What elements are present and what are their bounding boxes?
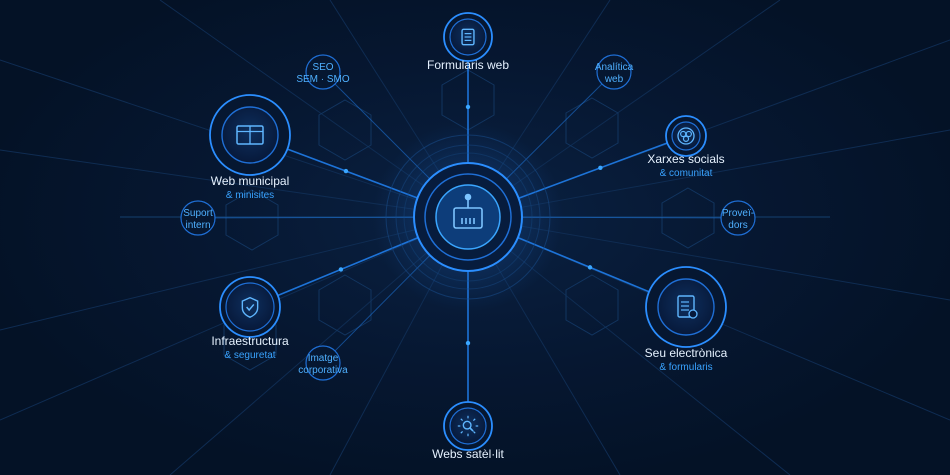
document-seal-icon bbox=[677, 295, 698, 319]
node-label: Webs satèl·lit bbox=[432, 447, 504, 461]
node-infra[interactable]: Infraestructura & seguretat bbox=[211, 276, 289, 361]
minor-node-label: Imatge bbox=[308, 353, 339, 364]
minor-node-label: Analítica bbox=[595, 62, 634, 73]
node-formularis[interactable]: Formularis web bbox=[427, 12, 509, 72]
hub-halo-ring bbox=[385, 134, 551, 300]
node-xarxes[interactable]: Xarxes socials & comunitat bbox=[647, 115, 725, 179]
minor-node-label: SEM · SMO bbox=[296, 74, 350, 85]
node-satellit[interactable]: Webs satèl·lit bbox=[432, 401, 505, 461]
node-sublabel: & comunitat bbox=[660, 168, 713, 179]
connection-dot bbox=[598, 165, 603, 171]
minor-node-ring bbox=[180, 200, 216, 236]
connection-dot bbox=[587, 265, 593, 270]
connection-dot bbox=[338, 267, 344, 272]
connection-dot bbox=[465, 104, 471, 110]
connection-dot bbox=[343, 168, 349, 174]
shield-check-icon bbox=[241, 296, 259, 318]
background-hexagon bbox=[225, 189, 279, 251]
minor-node-label: corporativa bbox=[298, 365, 348, 376]
robot-gate-icon bbox=[453, 193, 483, 229]
minor-node-label: intern bbox=[185, 220, 210, 231]
social-circles-icon bbox=[677, 127, 695, 145]
background-hexagon bbox=[565, 97, 619, 159]
browser-window-icon bbox=[236, 125, 264, 145]
minor-node-label: dors bbox=[728, 220, 747, 231]
minor-node-label: Proveï- bbox=[722, 208, 754, 219]
node-inner-ring bbox=[657, 278, 715, 336]
background-hexagon bbox=[661, 187, 715, 249]
minor-node-proveidors[interactable]: Proveï-dors bbox=[720, 200, 756, 236]
node-inner-ring bbox=[225, 282, 275, 332]
background-hexagon bbox=[318, 274, 372, 336]
node-inner-ring bbox=[449, 407, 487, 445]
minor-node-label: Suport bbox=[183, 208, 213, 219]
central-hub bbox=[373, 122, 563, 312]
hub-halo-ring bbox=[395, 144, 541, 290]
minor-node-label: SEO bbox=[312, 62, 333, 73]
hub-core bbox=[435, 184, 501, 250]
node-seu[interactable]: Seu electrònica & formularis bbox=[645, 266, 728, 373]
satellite-search-icon bbox=[457, 415, 479, 437]
connection-dot bbox=[465, 340, 471, 346]
minor-node-ring bbox=[596, 54, 632, 90]
minor-node-ring bbox=[720, 200, 756, 236]
node-label: Seu electrònica bbox=[645, 346, 728, 360]
node-label: Web municipal bbox=[211, 174, 289, 188]
hub-halo-ring bbox=[403, 152, 533, 282]
form-document-icon bbox=[461, 28, 475, 46]
node-label: Xarxes socials bbox=[647, 152, 724, 166]
node-web[interactable]: Web municipal & minisites bbox=[209, 94, 291, 201]
node-sublabel: & formularis bbox=[659, 362, 712, 373]
minor-node-ring bbox=[305, 345, 341, 381]
background-hexagon bbox=[223, 309, 277, 371]
minor-node-label: web bbox=[604, 74, 624, 85]
background-hexagon bbox=[565, 274, 619, 336]
background-hexagon bbox=[318, 99, 372, 161]
node-label: Formularis web bbox=[427, 58, 509, 72]
node-label: Infraestructura bbox=[211, 334, 289, 348]
hub-middle-ring bbox=[424, 173, 512, 261]
node-sublabel: & minisites bbox=[226, 190, 274, 201]
node-sublabel: & seguretat bbox=[224, 350, 275, 361]
minor-node-ring bbox=[305, 54, 341, 90]
